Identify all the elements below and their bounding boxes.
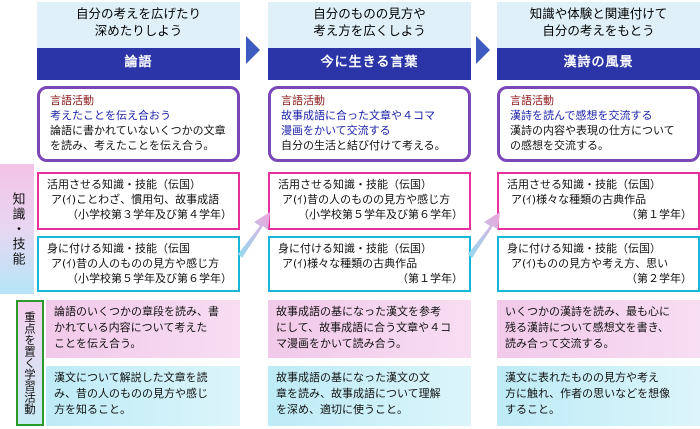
- focus-line: ことを伝え合う。: [54, 337, 142, 350]
- focus-line: 章を読み、故事成語について理解: [276, 387, 441, 400]
- focus-line: を深め、適切に使うこと。: [276, 403, 408, 416]
- skills-title: 身に付ける知識・技能（伝国）: [507, 242, 661, 255]
- focus-line: にして、故事成語に合う文章や４コ: [276, 321, 452, 334]
- sidebar-activities-text: 重点を置く学習活動: [23, 311, 37, 415]
- skills-get-box-1: 身に付ける知識・技能（伝国 ア(ｲ)昔の人のものの見方や感じ方 （小学校第５学年…: [37, 236, 240, 292]
- focus-line: 方を知ること。: [54, 403, 131, 416]
- skills-line: （小学校第３学年及び第４学年）: [67, 208, 232, 221]
- activity-box-1: 言語活動 考えたことを伝え合おう 論語に書かれていないくつかの文章 を読み、考え…: [37, 86, 240, 162]
- activity-sub: の感想を交流する。: [510, 139, 609, 152]
- focus-line: かれている内容について考えた: [54, 321, 208, 334]
- focus-line: 方に触れ、作者の思いなどを想像: [505, 387, 671, 400]
- skills-title: 活用させる知識・技能（伝国）: [507, 178, 661, 191]
- focus-line: み、昔の人のものの見方や感じ: [54, 387, 208, 400]
- activity-main: 漢詩を読んで感想を交流する: [510, 109, 653, 122]
- goal-2-line2: 考え方を広くしよう: [313, 23, 426, 38]
- skills-line: ア(ｲ)様々な種類の古典作品: [511, 193, 647, 206]
- focus-line: 残る漢詩について感想文を書き、: [505, 321, 669, 334]
- skills-title: 身に付ける知識・技能（伝国: [47, 242, 190, 255]
- diagonal-arrow-icon: [468, 212, 500, 258]
- skills-line: ア(ｲ)ことわざ、慣用句、故事成語: [51, 193, 220, 206]
- activity-label: 言語活動: [510, 94, 554, 107]
- goal-3: 知識や体験と関連付けて 自分の考えをもとう: [497, 2, 700, 48]
- skills-line: （第２学年）: [626, 272, 692, 285]
- skills-line: ア(ｲ)昔の人のものの見方や感じ方: [282, 193, 451, 206]
- activity-box-3: 言語活動 漢詩を読んで感想を交流する 漢詩の内容や表現の仕方について の感想を交…: [497, 86, 700, 162]
- focus-line: いくつかの漢詩を読み、最も心に: [505, 305, 670, 318]
- activity-box-2: 言語活動 故事成語に合った文章や４コマ 漫画をかいて交流する 自分の生活と結び付…: [268, 86, 471, 162]
- focus-knowledge-box-2: 故事成語の基になった漢文の文 章を読み、故事成語について理解 を深め、適切に使う…: [268, 366, 471, 426]
- focus-activity-box-2: 故事成語の基になった漢文を参考 にして、故事成語に合う文章や４コ マ漫画をかいて…: [268, 300, 471, 358]
- goal-3-line2: 自分の考えをもとう: [542, 23, 655, 38]
- focus-line: 故事成語の基になった漢文を参考: [276, 305, 441, 318]
- focus-line: 漢文について解説した文章を読: [54, 371, 208, 384]
- focus-line: 論語のいくつかの章段を読み、書: [54, 305, 219, 318]
- skills-title: 身に付ける知識・技能（伝国）: [278, 242, 432, 255]
- goal-2-line1: 自分のものの見方や: [313, 6, 426, 21]
- skills-line: ア(ｲ)昔の人のものの見方や感じ方: [51, 257, 220, 270]
- sidebar-activities-label: 重点を置く学習活動: [16, 300, 44, 426]
- skills-use-box-2: 活用させる知識・技能（伝国） ア(ｲ)昔の人のものの見方や感じ方 （小学校第５学…: [268, 172, 471, 230]
- goal-2: 自分のものの見方や 考え方を広くしよう: [268, 2, 471, 48]
- goal-1-line2: 深めたりしよう: [94, 23, 183, 38]
- chevron-right-icon: [246, 36, 260, 64]
- skills-line: （第１学年）: [397, 272, 463, 285]
- focus-line: すること。: [505, 403, 560, 416]
- skills-line: （第１学年）: [626, 208, 692, 221]
- focus-knowledge-box-3: 漢文に表れたものの見方や考え 方に触れ、作者の思いなどを想像 すること。: [497, 366, 700, 426]
- focus-line: 漢文に表れたものの見方や考え: [505, 371, 659, 384]
- skills-line: （小学校第５学年及び第６学年）: [67, 272, 232, 285]
- activity-sub: 漢詩の内容や表現の仕方について: [510, 124, 675, 137]
- skills-use-box-1: 活用させる知識・技能（伝国） ア(ｲ)ことわざ、慣用句、故事成語 （小学校第３学…: [37, 172, 240, 230]
- skills-title: 活用させる知識・技能（伝国）: [47, 178, 201, 191]
- skills-title: 活用させる知識・技能（伝国）: [278, 178, 432, 191]
- unit-1: 論語: [37, 48, 240, 80]
- goal-1-line1: 自分の考えを広げたり: [75, 6, 201, 21]
- focus-line: 故事成語の基になった漢文の文: [276, 371, 430, 384]
- activity-label: 言語活動: [50, 94, 94, 107]
- sidebar-skills-text: 知識・技能: [9, 191, 25, 267]
- activity-sub: 論語に書かれていないくつかの文章: [50, 124, 226, 137]
- skills-line: （小学校第５学年及び第６学年）: [298, 208, 463, 221]
- goal-3-line1: 知識や体験と関連付けて: [529, 6, 668, 21]
- chevron-right-icon: [476, 36, 490, 64]
- unit-3: 漢詩の風景: [497, 48, 700, 80]
- activity-main: 故事成語に合った文章や４コマ: [281, 109, 435, 122]
- focus-line: マ漫画をかいて読み合う。: [276, 337, 408, 350]
- focus-activity-box-1: 論語のいくつかの章段を読み、書 かれている内容について考えた ことを伝え合う。: [46, 300, 240, 358]
- activity-main: 漫画をかいて交流する: [281, 124, 391, 137]
- activity-main: 考えたことを伝え合おう: [50, 109, 171, 122]
- skills-get-box-3: 身に付ける知識・技能（伝国） ア(ｲ)ものの見方や考え方、思い （第２学年）: [497, 236, 700, 292]
- activity-sub: を読み、考えたことを伝え合う。: [50, 139, 215, 152]
- skills-use-box-3: 活用させる知識・技能（伝国） ア(ｲ)様々な種類の古典作品 （第１学年）: [497, 172, 700, 230]
- skills-line: ア(ｲ)ものの見方や考え方、思い: [511, 257, 669, 270]
- diagonal-arrow-icon: [238, 212, 270, 258]
- sidebar-skills-label: 知識・技能: [0, 164, 34, 294]
- focus-line: 読み合って交流する。: [505, 337, 615, 350]
- focus-knowledge-box-1: 漢文について解説した文章を読 み、昔の人のものの見方や感じ 方を知ること。: [46, 366, 240, 426]
- skills-line: ア(ｲ)様々な種類の古典作品: [282, 257, 418, 270]
- activity-label: 言語活動: [281, 94, 325, 107]
- activity-sub: 自分の生活と結び付けて考える。: [281, 139, 446, 152]
- focus-activity-box-3: いくつかの漢詩を読み、最も心に 残る漢詩について感想文を書き、 読み合って交流す…: [497, 300, 700, 358]
- unit-2: 今に生きる言葉: [268, 48, 471, 80]
- skills-get-box-2: 身に付ける知識・技能（伝国） ア(ｲ)様々な種類の古典作品 （第１学年）: [268, 236, 471, 292]
- goal-1: 自分の考えを広げたり 深めたりしよう: [37, 2, 240, 48]
